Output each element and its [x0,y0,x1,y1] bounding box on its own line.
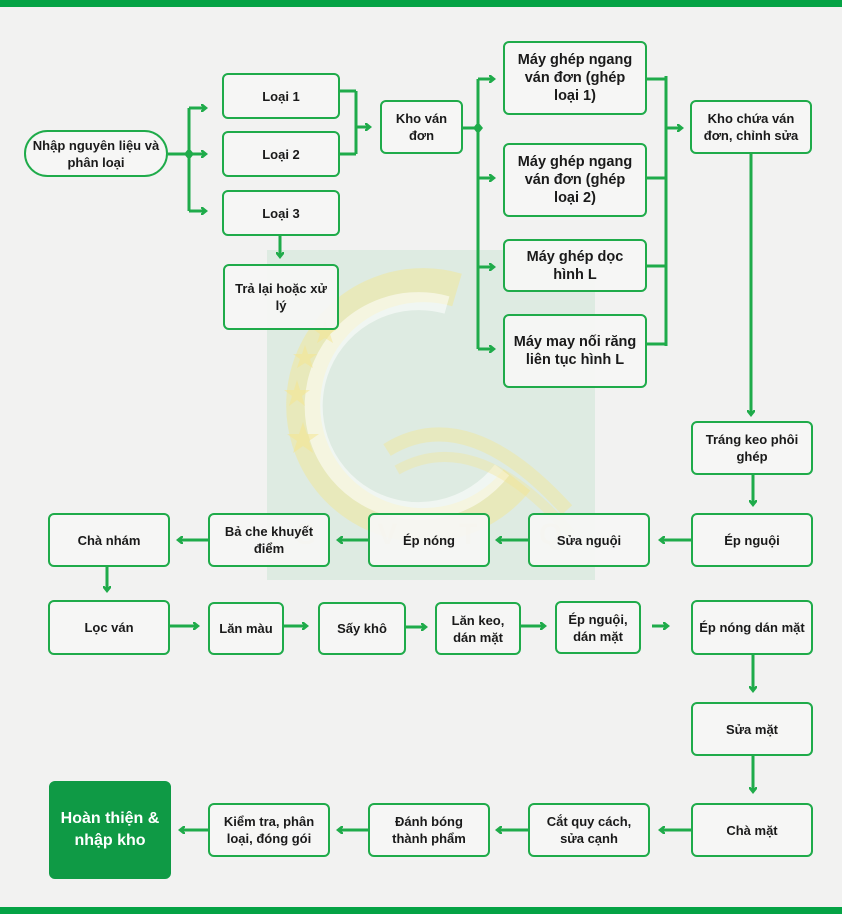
node-input[interactable]: Nhập nguyên liệu và phân loại [24,130,168,177]
node-sanding[interactable]: Chà nhám [48,513,170,567]
node-cold-fix[interactable]: Sửa nguội [528,513,650,567]
bottom-accent-bar [0,907,842,914]
node-face-sand[interactable]: Chà mặt [691,803,813,857]
node-cold-press[interactable]: Ép nguội [691,513,813,567]
node-hot-press-face[interactable]: Ép nóng dán mặt [691,600,813,655]
node-inspect[interactable]: Kiểm tra, phân loại, đóng gói [208,803,330,857]
node-machine-h1[interactable]: Máy ghép ngang ván đơn (ghép loại 1) [503,41,647,115]
node-machine-l[interactable]: Máy ghép dọc hình L [503,239,647,292]
node-storage-fix[interactable]: Kho chứa ván đơn, chỉnh sửa [690,100,812,154]
node-type3[interactable]: Loại 3 [222,190,340,236]
node-glue-roll[interactable]: Lăn keo, dán mặt [435,602,521,655]
node-face-fix[interactable]: Sửa mặt [691,702,813,756]
junction-diamond [184,148,194,160]
junction-diamond [473,122,483,134]
node-hot-press[interactable]: Ép nóng [368,513,490,567]
node-filter[interactable]: Lọc ván [48,600,170,655]
top-accent-bar [0,0,842,7]
node-putty[interactable]: Bả che khuyết điểm [208,513,330,567]
node-polish[interactable]: Đánh bóng thành phẩm [368,803,490,857]
node-type2[interactable]: Loại 2 [222,131,340,177]
node-cold-press-face[interactable]: Ép nguội, dán mặt [555,601,641,654]
node-return[interactable]: Trả lại hoặc xử lý [223,264,339,330]
node-glue-coat[interactable]: Tráng keo phôi ghép [691,421,813,475]
node-color-roll[interactable]: Lăn màu [208,602,284,655]
node-type1[interactable]: Loại 1 [222,73,340,119]
node-dry[interactable]: Sấy khô [318,602,406,655]
node-single-storage[interactable]: Kho ván đơn [380,100,463,154]
node-machine-h2[interactable]: Máy ghép ngang ván đơn (ghép loại 2) [503,143,647,217]
node-machine-sew[interactable]: Máy may nối răng liên tục hình L [503,314,647,388]
node-cut[interactable]: Cắt quy cách, sửa cạnh [528,803,650,857]
node-finish[interactable]: Hoàn thiện & nhập kho [49,781,171,879]
